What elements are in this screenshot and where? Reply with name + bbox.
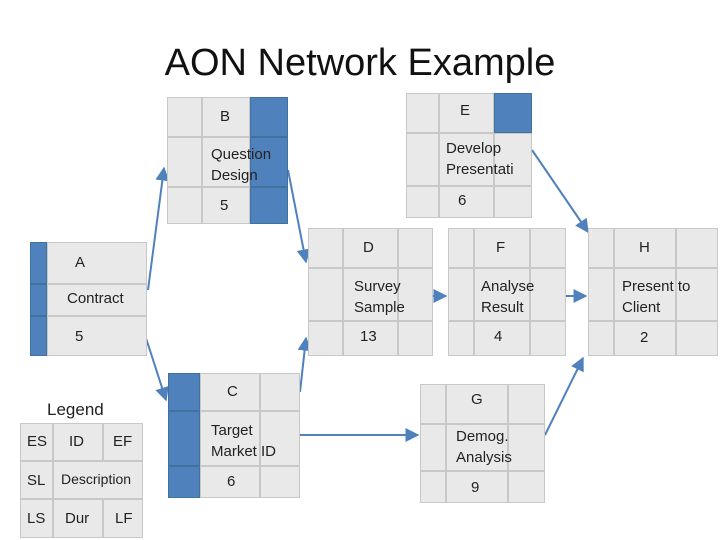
legend-title: Legend	[47, 400, 104, 419]
node-f-desc-line2: Result	[481, 299, 524, 316]
node-h-id: H	[639, 239, 650, 256]
node-f-desc-line1: Analyse	[481, 278, 535, 295]
node-g-desc-line2: Analysis	[456, 449, 512, 466]
node-a-duration: 5	[75, 328, 84, 345]
node-b-desc-line2: Design	[211, 167, 258, 184]
node-e-desc-line1: Develop	[446, 140, 502, 157]
arrow-e-h	[531, 149, 589, 234]
node-g-duration: 9	[471, 479, 480, 496]
legend-id: ID	[69, 433, 84, 450]
legend-description: Description	[61, 471, 132, 487]
node-g-id: G	[471, 391, 483, 408]
node-b-id: B	[220, 108, 231, 125]
arrow-g-h	[544, 356, 584, 436]
node-c-desc-line2: Market ID	[211, 443, 277, 460]
node-c-duration: 6	[227, 473, 236, 490]
node-b-desc-line1: Question	[211, 146, 272, 163]
node-e-id: E	[460, 102, 471, 119]
node-h-desc-line1: Present to	[622, 278, 691, 295]
node-d-id: D	[363, 239, 374, 256]
node-c-id: C	[227, 383, 238, 400]
node-h-duration: 2	[640, 329, 649, 346]
node-a-description: Contract	[67, 290, 124, 307]
node-d-desc-line1: Survey	[354, 278, 401, 295]
legend-ef: EF	[113, 433, 133, 450]
node-f-duration: 4	[494, 328, 503, 345]
node-a-id: A	[75, 254, 86, 271]
legend-lf: LF	[115, 510, 133, 527]
node-h-desc-line2: Client	[622, 299, 661, 316]
node-e-desc-line2: Presentati	[446, 161, 514, 178]
node-g-desc-line1: Demog.	[456, 428, 509, 445]
node-e-duration: 6	[458, 192, 467, 209]
node-c-desc-line1: Target	[211, 422, 253, 439]
node-f-id: F	[496, 239, 506, 256]
node-b-duration: 5	[220, 197, 229, 214]
node-d-desc-line2: Sample	[354, 299, 405, 316]
arrow-c-d	[297, 336, 312, 393]
legend-sl: SL	[27, 472, 46, 489]
arrow-a-c	[144, 334, 169, 402]
legend-ls: LS	[27, 510, 46, 527]
legend-es: ES	[27, 433, 48, 450]
legend-dur: Dur	[65, 510, 90, 527]
page-title: AON Network Example	[164, 42, 556, 84]
arrow-a-b	[147, 166, 170, 291]
arrow-b-d	[287, 169, 311, 264]
node-d-duration: 13	[360, 328, 377, 345]
